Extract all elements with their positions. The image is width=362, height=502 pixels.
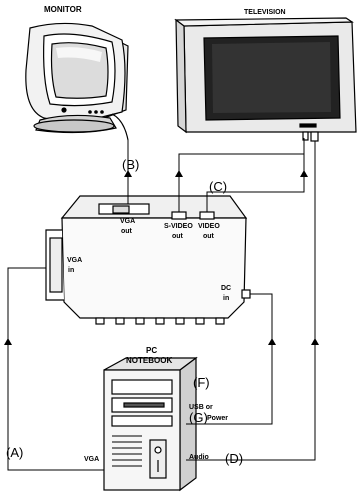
callout-f: (F) (193, 375, 210, 390)
video-out-label-2: out (203, 233, 214, 240)
pc-tower-illustration (103, 356, 198, 492)
callout-d: (D) (225, 451, 244, 466)
svideo-out-label-1: S-VIDEO (164, 223, 193, 230)
cable-arrows (4, 170, 319, 345)
video-out-label-1: VIDEO (198, 223, 220, 230)
pc-title-line1: PC (146, 346, 158, 355)
svideo-out-label-2: out (172, 233, 183, 240)
usb-label-2: Power (207, 415, 229, 422)
dc-in-label-1: DC (221, 285, 232, 292)
pc-title-line2: NOTEBOOK (126, 356, 173, 365)
vga-out-label-2: out (121, 228, 132, 235)
pc-vga-label: VGA (84, 456, 100, 463)
vga-in-label-1: VGA (67, 257, 83, 264)
dc-in-label-2: in (223, 295, 230, 302)
callout-a: (A) (6, 445, 24, 460)
monitor-illustration (25, 22, 129, 141)
vga-out-label-1: VGA (120, 218, 136, 225)
television-illustration (174, 17, 357, 142)
monitor-title: MONITOR (44, 5, 82, 14)
switch-box-illustration (45, 195, 251, 325)
vga-in-label-2: in (68, 267, 75, 274)
usb-label-1: USB or (189, 404, 213, 411)
television-title: TELEVISION (244, 9, 286, 16)
callout-g: (G) (189, 410, 208, 425)
callout-b: (B) (122, 157, 140, 172)
callout-c: (C) (209, 179, 228, 194)
audio-label: Audio (189, 454, 209, 461)
